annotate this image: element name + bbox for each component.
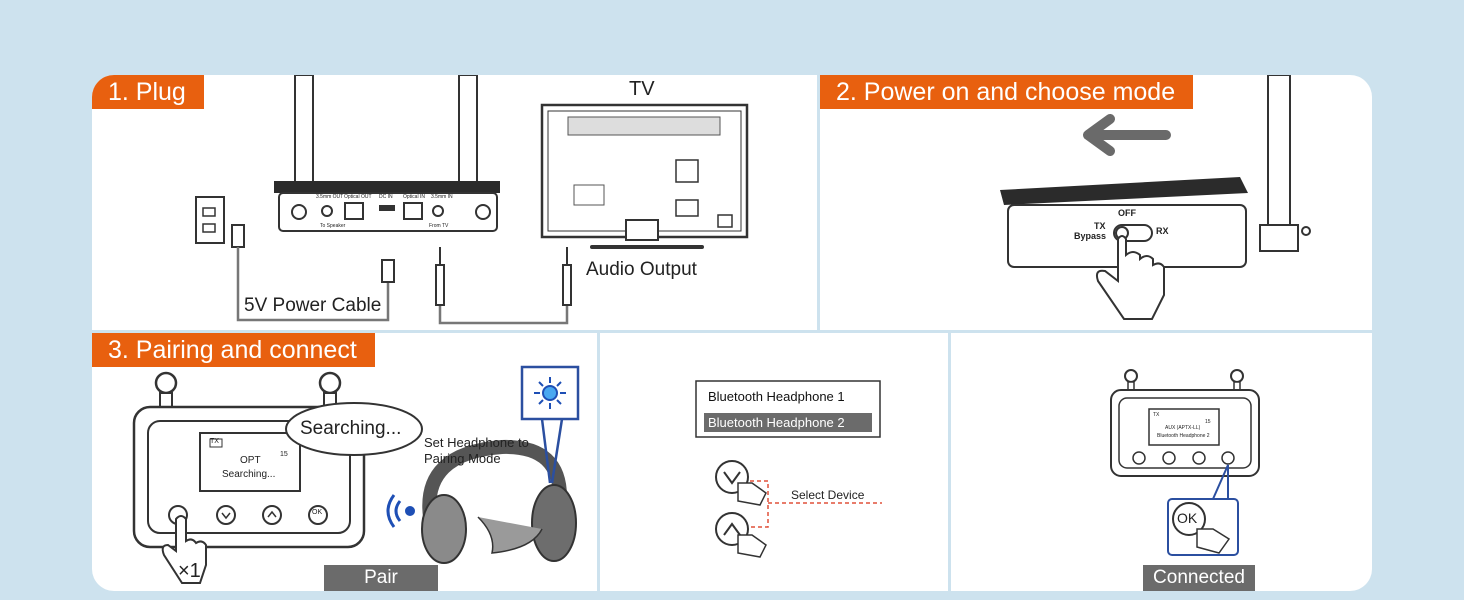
port-label-3.5mm-in: 3.5mm IN <box>431 194 453 200</box>
aux-plug-right <box>562 264 572 306</box>
headphone-instruction-line1: Set Headphone to <box>424 435 529 450</box>
tv-label: TV <box>629 78 655 100</box>
power-adapter <box>231 224 245 248</box>
transmitter-device <box>278 192 498 232</box>
step3-title: 3. Pairing and connect <box>92 333 375 367</box>
optical-in-port <box>403 202 423 220</box>
pointing-hand-icon <box>161 515 207 584</box>
ok-button[interactable] <box>308 505 328 525</box>
bubble-text: Searching... <box>300 418 402 439</box>
port-label-dc-in: DC IN <box>379 194 393 200</box>
selected-row-highlight <box>704 413 872 432</box>
step5-panel: TX 15 AUX (APTX-LL) Bluetooth Headphone … <box>951 333 1372 591</box>
connected-label: Connected <box>1143 565 1255 591</box>
tv-optical-port <box>717 214 733 228</box>
antenna-left <box>294 75 314 184</box>
antenna <box>1267 75 1291 236</box>
select-connector <box>750 480 882 528</box>
step4-panel: Bluetooth Headphone 1 Bluetooth Headphon… <box>600 333 948 591</box>
headphone-instruction-line2: Pairing Mode <box>424 451 501 466</box>
usb-plug <box>381 259 395 283</box>
up-button[interactable] <box>1192 451 1206 465</box>
screen-line1: AUX (APTX-LL) <box>1165 425 1201 431</box>
step1-panel: 1. Plug TV 5V Power Cable Audio Output 3… <box>92 75 817 330</box>
device-list-item-2: Bluetooth Headphone 2 <box>708 415 845 430</box>
screen-volume: 15 <box>1205 419 1211 425</box>
step3-illustration <box>132 365 580 584</box>
search-button[interactable] <box>1132 451 1146 465</box>
headphones-earcup <box>531 484 577 562</box>
screen-line1: OPT <box>240 455 261 466</box>
power-cable-label: 5V Power Cable <box>244 295 382 316</box>
step1-illustration <box>195 75 749 325</box>
screen-mode: TX <box>210 438 219 445</box>
down-button[interactable] <box>1162 451 1176 465</box>
switch-bypass-label: Bypass <box>1074 231 1107 241</box>
step3-panel: 3. Pairing and connect Searching... TX 1… <box>92 333 597 591</box>
device-top <box>1000 177 1248 205</box>
switch-tx-label: TX <box>1094 221 1106 231</box>
switch-rx-label: RX <box>1156 226 1169 236</box>
to-speaker-label: To Speaker <box>320 223 346 229</box>
blinking-led-icon <box>542 385 558 401</box>
ok-button[interactable] <box>1221 451 1235 465</box>
power-cable <box>236 247 390 322</box>
ok-key-icon <box>1172 502 1206 536</box>
optical-out-port <box>344 202 364 220</box>
press-count: ×1 <box>178 560 201 582</box>
aux-plug-left <box>435 264 445 306</box>
step2-title: 2. Power on and choose mode <box>820 75 1194 109</box>
step4-illustration <box>695 380 882 558</box>
dc-in-port <box>379 205 395 211</box>
port-label-optical-in: Optical IN <box>403 194 425 200</box>
screen-line2: Searching... <box>222 469 276 480</box>
ok-button-label: OK <box>312 509 323 516</box>
pointing-hand-icon <box>1196 528 1231 554</box>
port-label-optical-out: Optical OUT <box>344 194 372 200</box>
port-label-3.5mm-out: 3.5mm OUT <box>316 194 344 200</box>
pointing-hand-icon <box>1095 235 1165 320</box>
tv-stand-neck <box>625 219 659 241</box>
step2-illustration <box>1000 75 1311 320</box>
device-list-item-1: Bluetooth Headphone 1 <box>708 389 845 404</box>
switch-off-label: OFF <box>1118 208 1136 218</box>
searching-bubble <box>285 402 423 456</box>
screen-volume: 15 <box>280 451 288 458</box>
wall-outlet <box>195 196 225 244</box>
screen-mode: TX <box>1153 412 1160 418</box>
instruction-frame: 1. Plug TV 5V Power Cable Audio Output 3… <box>92 75 1372 591</box>
from-tv-label: From TV <box>429 223 449 229</box>
antenna-right <box>458 75 478 184</box>
device-screen <box>199 432 301 492</box>
device-top-plate <box>274 181 500 193</box>
down-button[interactable] <box>216 505 236 525</box>
wireless-icon <box>405 506 415 516</box>
audio-output-label: Audio Output <box>586 259 697 280</box>
tv-vent <box>567 116 721 136</box>
screen-line2: Bluetooth Headphone 2 <box>1157 433 1210 439</box>
step5-illustration <box>1110 369 1260 556</box>
audio-cable <box>438 305 569 325</box>
ok-key-label: OK <box>1177 510 1198 526</box>
pair-label: Pair <box>324 565 438 591</box>
step2-panel: 2. Power on and choose mode OFF TX Bypas… <box>820 75 1372 330</box>
up-button[interactable] <box>262 505 282 525</box>
device-screen <box>1148 408 1220 446</box>
select-device-label: Select Device <box>791 488 865 502</box>
step1-title: 1. Plug <box>92 75 204 109</box>
